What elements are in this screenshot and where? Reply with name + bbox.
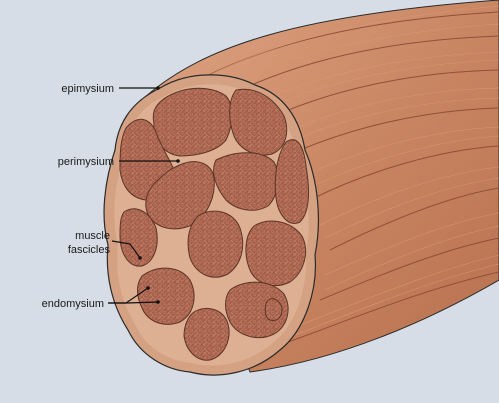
- fascicle-5: [213, 152, 279, 211]
- endomysium-leader-dot-1: [146, 286, 150, 290]
- epimysium-label: epimysium: [61, 83, 114, 95]
- leader-dots: [138, 86, 180, 304]
- fascicle-12: [183, 308, 230, 361]
- muscle-fascicles-label-line2: fascicles: [68, 244, 111, 256]
- perimysium-label: perimysium: [58, 156, 114, 168]
- leader-lines: [108, 87, 178, 304]
- muscle-fascicles-leader-line: [111, 240, 141, 259]
- epimysium-leader-dot: [156, 86, 160, 90]
- fascicle-8: [187, 210, 244, 278]
- fascicle-13: [264, 298, 283, 321]
- muscle-striations: [199, 5, 499, 336]
- muscle-fascicles-leader-dot: [138, 256, 142, 260]
- fascicle-4: [145, 161, 215, 230]
- perimysium-leader-dot: [176, 159, 180, 163]
- muscle-fascicles-label-line1: muscle: [75, 230, 110, 242]
- fascicle-9: [245, 220, 306, 286]
- fascicle-2: [229, 88, 288, 156]
- fascicles: [119, 87, 309, 361]
- fascicle-6: [274, 139, 309, 224]
- fascicle-10: [137, 267, 195, 325]
- fascicle-11: [225, 281, 289, 338]
- endomysium-leader-line-2: [108, 301, 159, 304]
- endomysium-label: endomysium: [42, 298, 104, 310]
- fascicle-bundles: [189, 11, 499, 346]
- endomysium-leader-dot-2: [156, 300, 160, 304]
- fascicle-7: [119, 208, 158, 267]
- fascicle-1: [152, 87, 233, 157]
